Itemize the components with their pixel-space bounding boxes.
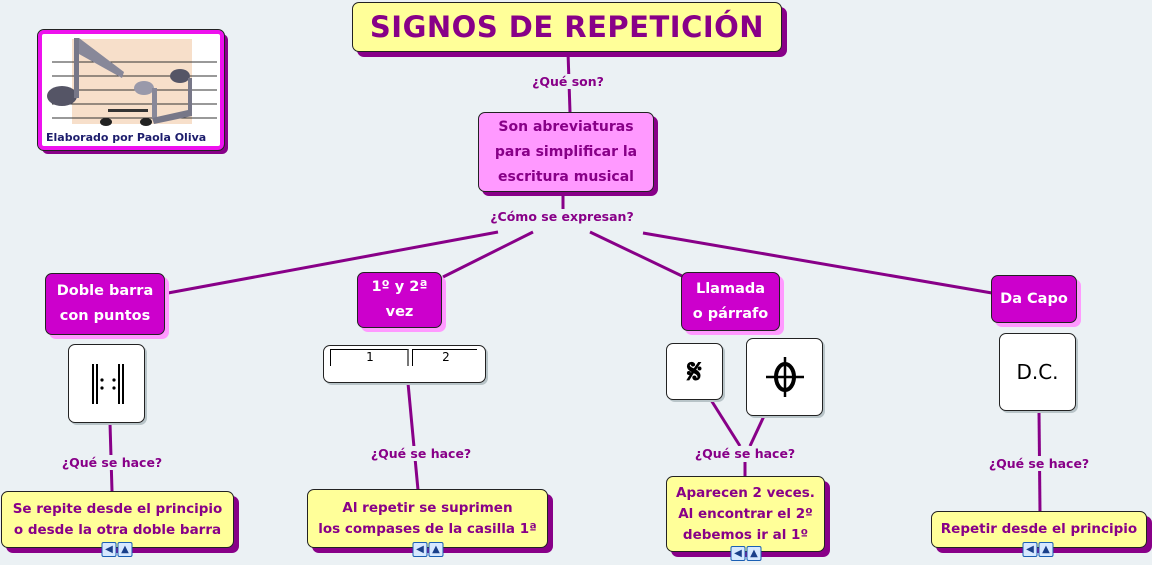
resource-icons: ◀▲ [412,542,444,557]
audio-icon[interactable]: ◀ [101,542,117,557]
result-da-capo[interactable]: Repetir desde el principio [931,511,1147,548]
resource-icons: ◀▲ [1022,542,1054,557]
repeat-barline-image [68,344,145,423]
concept-llamada[interactable]: Llamada o párrafo [681,272,780,331]
image-icon[interactable]: ▲ [428,542,444,557]
audio-icon[interactable]: ◀ [1022,542,1038,557]
link-line [167,230,499,295]
link-label-que-son: ¿Qué son? [530,74,606,89]
link-line [442,230,534,279]
image-icon[interactable]: ▲ [1038,542,1054,557]
audio-icon[interactable]: ◀ [412,542,428,557]
coda-image [746,338,823,416]
link-line [642,231,993,295]
link-label-como: ¿Cómo se expresan? [488,209,636,224]
audio-icon[interactable]: ◀ [730,546,746,561]
result-llamada[interactable]: Aparecen 2 veces. Al encontrar el 2º deb… [666,476,825,552]
concept-da-capo[interactable]: Da Capo [991,275,1077,323]
music-notes-icon [47,38,217,126]
link-label-que-se-hace: ¿Qué se hace? [986,456,1092,471]
definition-node[interactable]: Son abreviaturas para simplificar la esc… [478,112,654,192]
result-primera-segunda-vez[interactable]: Al repetir se suprimen los compases de l… [307,489,548,548]
da-capo-image: D.C. [999,333,1076,411]
segno-icon: 𝄋 [687,351,702,392]
segno-image: 𝄋 [666,343,723,400]
image-icon[interactable]: ▲ [746,546,762,561]
logo-image: Elaborado por Paola Oliva [37,29,225,151]
coda-icon [765,357,804,397]
resource-icons: ◀▲ [101,542,133,557]
concept-primera-segunda-vez[interactable]: 1º y 2ª vez [357,272,442,328]
result-doble-barra[interactable]: Se repite desde el principio o desde la … [1,491,234,548]
first-ending-bracket: 1 [330,349,409,366]
link-line [748,415,766,447]
link-line [589,230,683,278]
link-label-que-se-hace: ¿Qué se hace? [59,455,165,470]
volta-brackets-image: 1 2 [323,345,486,383]
link-label-que-se-hace: ¿Qué se hace? [368,446,474,461]
link-label-que-se-hace: ¿Qué se hace? [692,446,798,461]
resource-icons: ◀▲ [730,546,762,561]
repeat-barline-icon [91,363,124,404]
second-ending-bracket: 2 [412,349,477,366]
logo-credit: Elaborado por Paola Oliva [46,131,207,144]
link-line [709,399,742,447]
image-icon[interactable]: ▲ [117,542,133,557]
main-title[interactable]: SIGNOS DE REPETICIÓN [352,2,782,52]
concept-doble-barra[interactable]: Doble barra con puntos [45,273,165,335]
link-line [406,382,420,491]
